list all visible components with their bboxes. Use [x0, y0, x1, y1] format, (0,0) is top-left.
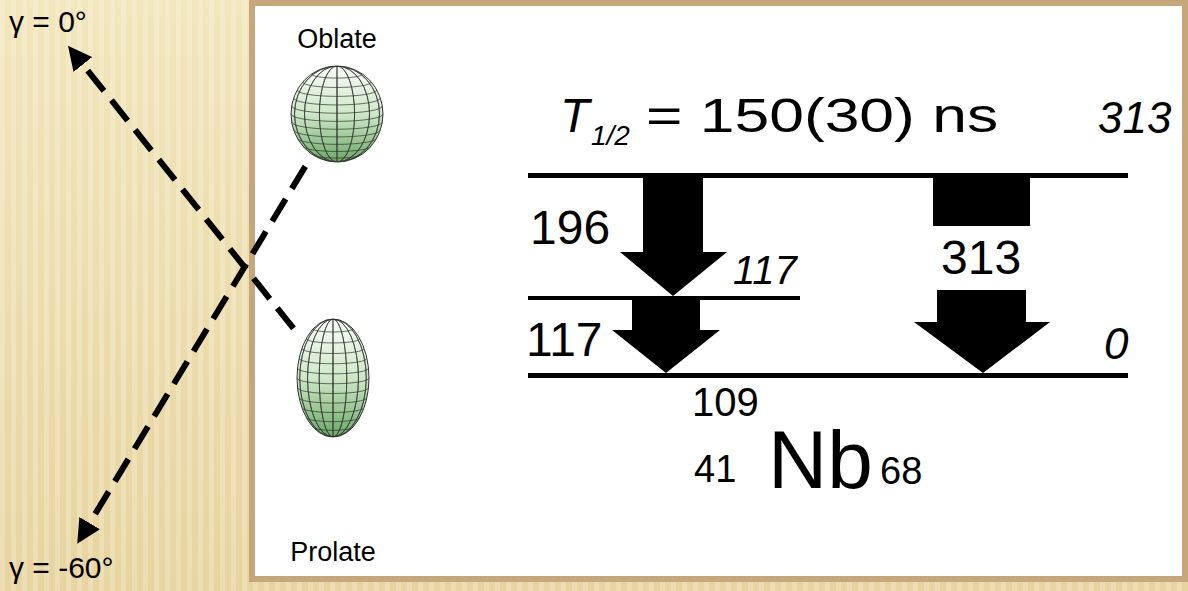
gamma-energy: 196: [530, 204, 610, 252]
spheroid-body: [297, 319, 369, 437]
spheroid-outline: [291, 66, 383, 162]
meridian-line: [308, 319, 359, 437]
spheroid-drawing: [290, 65, 384, 163]
meridian-line: [300, 319, 367, 437]
transition-arrow: [933, 178, 1030, 226]
gamma-label: γ = -60°: [6, 550, 119, 586]
gamma-label: γ = 0°: [6, 4, 92, 40]
oblate-spheroid: Oblate: [290, 65, 384, 163]
parallel-line: [312, 154, 363, 158]
parallel-line: [294, 98, 381, 105]
dashed-arrow: [81, 63, 293, 329]
spheroid-drawing: [296, 318, 370, 438]
transition-arrow: [914, 290, 1050, 373]
mass-number: 109: [692, 382, 759, 422]
parallel-line: [302, 408, 364, 413]
parallel-line: [313, 427, 353, 430]
meridian-line: [319, 66, 354, 162]
parallel-line: [292, 106, 383, 113]
spheroid-grid: [291, 66, 383, 162]
parallel-line: [291, 114, 383, 121]
meridian-line: [308, 319, 359, 437]
angle-label: γ = -60°: [9, 553, 114, 583]
parallel-line: [303, 82, 372, 87]
shape-heading: Oblate: [297, 26, 377, 53]
meridian-line: [304, 66, 369, 162]
parallel-line: [302, 349, 364, 354]
half-life-subscript: 1/2: [591, 122, 630, 150]
spheroid-outline: [297, 319, 369, 437]
meridian-line: [304, 66, 369, 162]
spheroid-grid: [297, 319, 369, 437]
parallel-line: [297, 378, 369, 384]
meridian-line: [300, 319, 367, 437]
parallel-line: [298, 388, 369, 394]
spheroid-body: [291, 66, 383, 162]
dashed-arrow: [88, 166, 305, 525]
level-energy: 0: [1104, 322, 1128, 366]
meridian-line: [295, 66, 380, 162]
parallel-line: [297, 90, 377, 96]
parallel-line: [306, 417, 360, 421]
parallel-line: [298, 368, 369, 374]
half-life-value: = 150(30) ns: [646, 92, 998, 140]
transition-arrow: [620, 178, 727, 296]
neutron-number: 68: [880, 452, 922, 490]
parallel-line: [306, 339, 360, 343]
parallel-line: [294, 130, 381, 137]
level-line: [528, 173, 1128, 178]
meridian-line: [319, 319, 347, 437]
parallel-line: [303, 146, 372, 151]
meridian-line: [319, 319, 347, 437]
meridian-line: [295, 66, 380, 162]
level-energy: 117: [733, 250, 797, 290]
parallel-line: [292, 122, 383, 129]
transition-arrow: [612, 300, 720, 373]
gamma-energy: 117: [526, 316, 603, 364]
proton-number: 41: [694, 450, 736, 488]
gamma-energy: 313: [941, 234, 1021, 282]
angle-label: γ = 0°: [9, 7, 87, 37]
prolate-spheroid: Prolate: [296, 318, 370, 438]
half-life-symbol: T: [560, 92, 589, 140]
parallel-line: [313, 329, 353, 332]
parallel-line: [299, 358, 367, 363]
meridian-line: [319, 66, 354, 162]
shape-heading: Prolate: [290, 539, 376, 566]
element-symbol: Nb: [768, 419, 873, 501]
level-energy: 313: [1098, 96, 1171, 140]
level-line: [528, 296, 800, 300]
level-line: [528, 373, 1128, 378]
parallel-line: [312, 74, 363, 78]
meridian-line: [337, 66, 338, 162]
parallel-line: [299, 398, 367, 403]
meridian-line: [333, 319, 334, 437]
parallel-line: [297, 138, 377, 144]
slide-panel: [249, 0, 1188, 582]
